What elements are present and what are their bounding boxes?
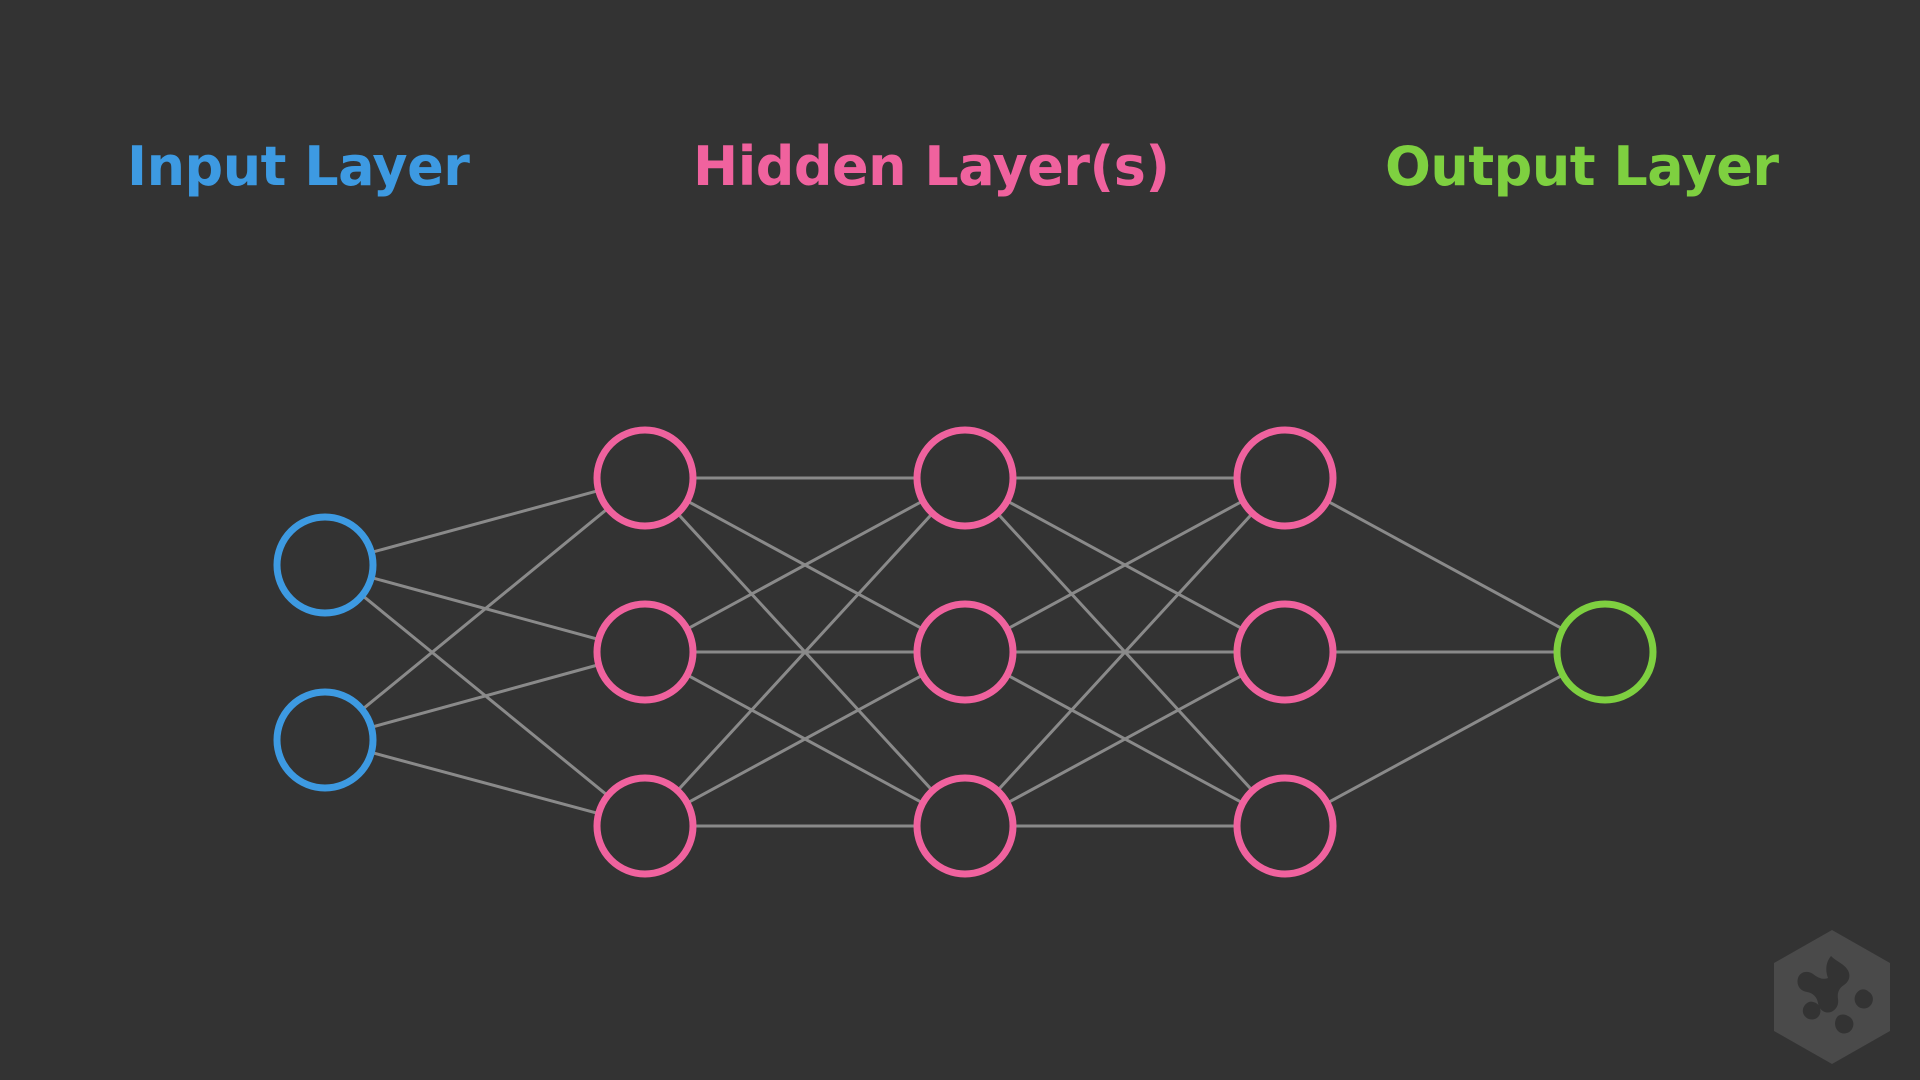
connection-edge [996,512,1254,792]
neuron-node-o1[interactable] [1553,600,1657,704]
connection-edge [686,673,924,805]
connection-edge [370,663,600,729]
connection-edge [686,499,924,631]
neuron-node-i2[interactable] [273,688,377,792]
neuron-node-h2_3[interactable] [913,774,1017,878]
neuron-node-h1_1[interactable] [593,426,697,530]
connection-edge [370,751,600,815]
layer-label-input: Input Layer [127,135,470,198]
layer-label-output: Output Layer [1385,135,1779,198]
layer-label-hidden: Hidden Layer(s) [693,135,1170,198]
connection-edge [1326,673,1564,805]
neuron-node-h2_1[interactable] [913,426,1017,530]
neuron-node-h3_2[interactable] [1233,600,1337,704]
connection-edge [361,507,609,711]
hexagon-logo-watermark [1774,930,1890,1064]
neuron-node-i1[interactable] [273,513,377,617]
neuron-nodes-group [273,426,1657,878]
connection-edge [1006,499,1244,631]
neuron-node-h1_3[interactable] [593,774,697,878]
neuron-node-h1_2[interactable] [593,600,697,704]
neuron-node-h3_1[interactable] [1233,426,1337,530]
connection-edge [1326,499,1564,631]
neuron-node-h2_2[interactable] [913,600,1017,704]
connection-edge [370,489,600,554]
connection-edges-group [361,476,1564,828]
connection-edge [1006,673,1244,805]
neuron-node-h3_3[interactable] [1233,774,1337,878]
watermark-glyph [1797,956,1873,1034]
connection-edge [676,512,934,792]
